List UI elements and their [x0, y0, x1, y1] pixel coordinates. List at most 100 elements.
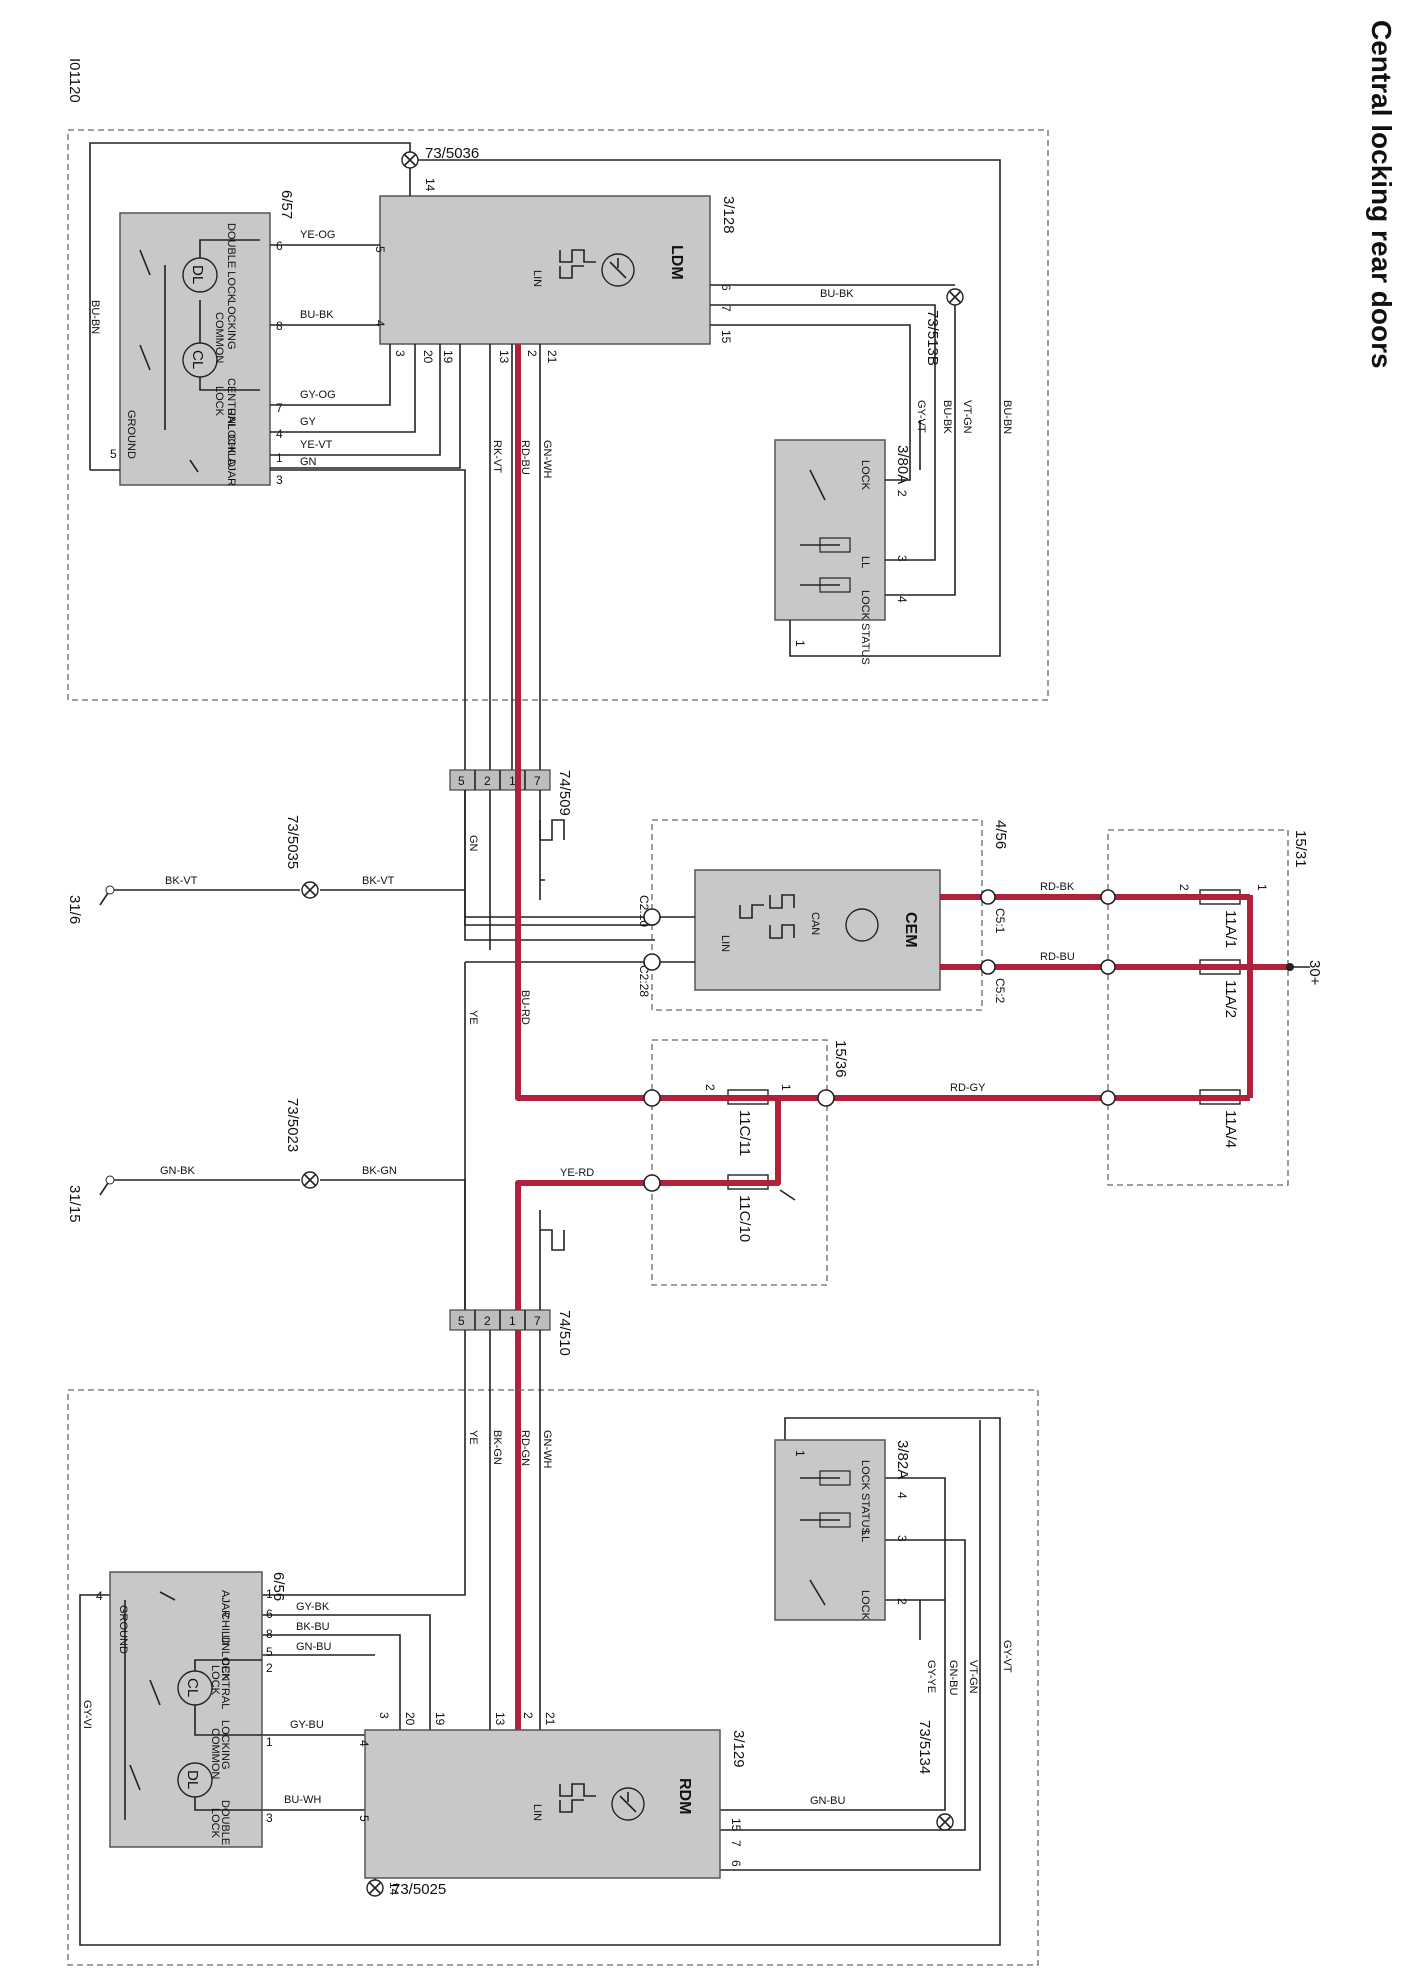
svg-text:4: 4 — [357, 1740, 371, 1747]
module-rdm: RDM 3/129 LIN 3 20 19 13 2 21 4 5 14 15 … — [357, 1712, 747, 1896]
svg-text:CAN: CAN — [809, 912, 821, 935]
lin-waveform-icon — [559, 249, 596, 279]
svg-text:LDM: LDM — [668, 245, 685, 280]
svg-text:GROUND: GROUND — [125, 410, 137, 459]
svg-text:BU-BN: BU-BN — [1001, 400, 1013, 434]
svg-text:YE: YE — [467, 1430, 479, 1445]
svg-text:5: 5 — [110, 447, 117, 461]
svg-text:DL: DL — [189, 265, 206, 284]
svg-text:CENTRAL: CENTRAL — [219, 1658, 231, 1709]
svg-text:RD-BK: RD-BK — [1040, 881, 1075, 893]
svg-text:5: 5 — [357, 1815, 371, 1822]
svg-text:73/513B: 73/513B — [924, 310, 941, 366]
svg-text:2: 2 — [266, 1661, 273, 1675]
rear-door-wires — [79, 1330, 1001, 1946]
svg-text:1: 1 — [793, 640, 807, 647]
svg-text:7: 7 — [534, 774, 541, 788]
module-signal-icon — [601, 253, 635, 287]
svg-text:2: 2 — [703, 1084, 717, 1091]
svg-text:3/82A: 3/82A — [894, 1440, 911, 1479]
svg-text:4: 4 — [373, 320, 387, 327]
svg-text:11C/10: 11C/10 — [736, 1195, 753, 1242]
svg-text:YE: YE — [467, 1010, 479, 1025]
svg-text:GY-BK: GY-BK — [296, 1601, 330, 1613]
connector-74-510: 5 2 1 7 74/510 — [449, 1309, 573, 1356]
svg-text:11C/11: 11C/11 — [736, 1110, 753, 1156]
svg-text:YE-VT: YE-VT — [300, 439, 333, 451]
svg-text:GN-BK: GN-BK — [160, 1165, 196, 1177]
svg-text:BK-GN: BK-GN — [491, 1430, 503, 1465]
svg-text:GY-YE: GY-YE — [925, 1660, 937, 1693]
svg-text:LOCK STATUS: LOCK STATUS — [859, 590, 871, 665]
svg-text:RD-BU: RD-BU — [1040, 951, 1075, 963]
svg-text:3/128: 3/128 — [720, 196, 737, 234]
svg-text:CL: CL — [189, 350, 206, 369]
svg-text:2: 2 — [895, 490, 909, 497]
svg-text:BU-BK: BU-BK — [941, 400, 953, 434]
svg-text:LOCK: LOCK — [209, 1808, 221, 1839]
svg-text:GY-VI: GY-VI — [81, 1700, 93, 1729]
svg-text:LL: LL — [859, 556, 871, 568]
svg-text:3/129: 3/129 — [730, 1730, 747, 1768]
lock-switch-rear: 3/82A LOCK STATUS LL LOCK 4 3 2 1 — [774, 1439, 911, 1621]
svg-text:GY-VT: GY-VT — [915, 400, 927, 433]
can-waveform-icon — [739, 894, 795, 939]
svg-text:LOCK: LOCK — [859, 1590, 871, 1621]
svg-text:20: 20 — [421, 350, 435, 364]
svg-text:2: 2 — [484, 774, 491, 788]
svg-text:BU-BN: BU-BN — [89, 300, 101, 334]
svg-text:4/56: 4/56 — [992, 820, 1009, 849]
svg-text:19: 19 — [441, 350, 455, 364]
connector-74-509: 5 2 1 7 74/509 — [449, 769, 573, 816]
svg-text:21: 21 — [545, 350, 559, 364]
svg-text:CL: CL — [184, 1678, 201, 1697]
svg-text:2: 2 — [895, 1598, 909, 1605]
svg-text:6: 6 — [729, 1860, 743, 1867]
svg-text:1: 1 — [276, 451, 283, 465]
svg-text:LOCKING: LOCKING — [225, 300, 237, 350]
lock-switch-front: 3/80A LOCK LL LOCK STATUS 2 3 4 1 — [774, 439, 911, 665]
svg-text:C5:2: C5:2 — [993, 978, 1007, 1004]
diagram-id: I01120 — [66, 58, 83, 103]
fusebox-15-31 — [1107, 829, 1289, 1186]
svg-text:5: 5 — [458, 1314, 465, 1328]
svg-text:3: 3 — [393, 350, 407, 357]
svg-text:73/5035: 73/5035 — [284, 815, 301, 869]
svg-text:6/57: 6/57 — [278, 190, 295, 219]
svg-text:BK-BU: BK-BU — [296, 1621, 330, 1633]
svg-text:1: 1 — [779, 1084, 793, 1091]
svg-text:LOCK: LOCK — [859, 460, 871, 491]
svg-text:LOCKING: LOCKING — [219, 1720, 231, 1770]
svg-text:CHILD: CHILD — [225, 434, 237, 467]
svg-text:3: 3 — [276, 473, 283, 487]
svg-text:COMMON: COMMON — [209, 1728, 221, 1779]
svg-text:LIN: LIN — [719, 935, 731, 952]
svg-text:GN-WH: GN-WH — [541, 440, 553, 479]
svg-text:RDM: RDM — [676, 1778, 693, 1814]
svg-text:74/509: 74/509 — [556, 770, 573, 816]
svg-text:GN: GN — [300, 456, 317, 468]
svg-text:1: 1 — [266, 1735, 273, 1749]
svg-text:CEM: CEM — [902, 912, 919, 948]
svg-text:3: 3 — [895, 555, 909, 562]
svg-text:3/80A: 3/80A — [894, 445, 911, 484]
ground-31-15: 73/5023 31/15 GN-BK BK-GN — [66, 1098, 466, 1310]
svg-text:2: 2 — [525, 350, 539, 357]
svg-text:VT-GN: VT-GN — [967, 1660, 979, 1694]
svg-text:LOCK: LOCK — [209, 1665, 221, 1696]
svg-text:LIN: LIN — [531, 270, 543, 287]
svg-text:15/31: 15/31 — [1292, 830, 1309, 868]
svg-text:RD-GN: RD-GN — [519, 1430, 531, 1466]
svg-text:DOUBLE LOCK: DOUBLE LOCK — [225, 223, 237, 302]
svg-text:GN: GN — [467, 835, 479, 852]
ground-31-6: 73/5035 31/6 BK-VT BK-VT — [66, 815, 465, 924]
svg-text:LOCK STATUS: LOCK STATUS — [859, 1460, 871, 1535]
svg-text:AJAR: AJAR — [225, 458, 237, 486]
svg-text:DOUBLE: DOUBLE — [219, 1800, 231, 1845]
svg-text:6: 6 — [266, 1607, 273, 1621]
svg-text:7: 7 — [276, 401, 283, 415]
svg-text:20: 20 — [403, 1712, 417, 1726]
svg-text:AJAR: AJAR — [219, 1590, 231, 1618]
svg-text:14: 14 — [387, 1882, 401, 1896]
svg-text:5: 5 — [266, 1645, 273, 1659]
